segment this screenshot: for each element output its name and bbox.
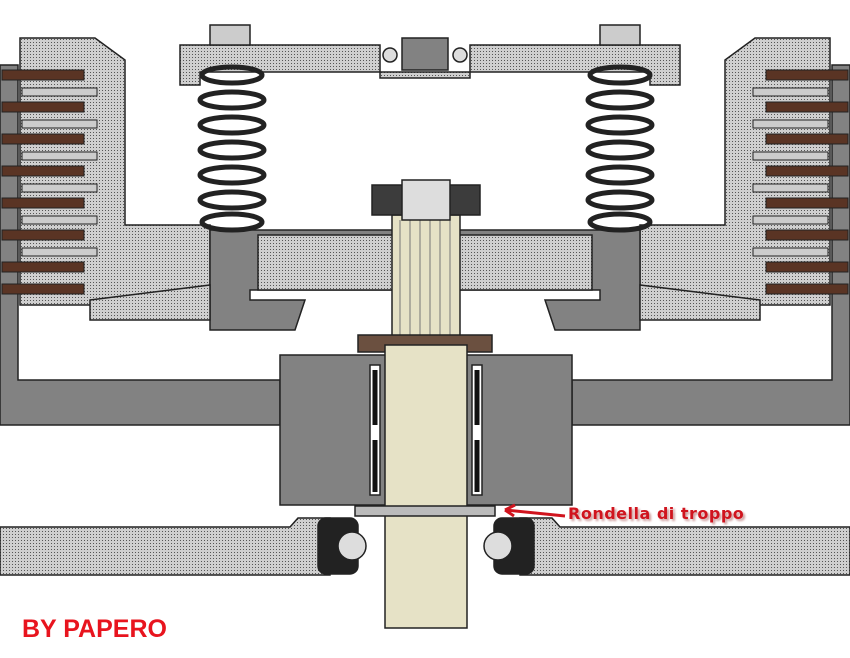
spring-right	[585, 64, 655, 233]
bottom-plate-left	[0, 517, 331, 576]
extra-washer	[354, 505, 496, 517]
arrow	[504, 503, 566, 518]
bearing-cap	[401, 37, 449, 71]
main-shaft	[384, 344, 468, 629]
bolt-right	[599, 24, 641, 46]
friction-plates-right	[752, 69, 849, 295]
bolt-left	[209, 24, 251, 46]
spring-left	[197, 64, 267, 233]
bottom-plate-right	[519, 517, 850, 576]
splined-shaft	[391, 214, 461, 346]
annotation-label: Rondella di troppo	[568, 504, 745, 523]
author-credit: BY PAPERO	[22, 615, 167, 643]
friction-plates-left	[1, 69, 98, 295]
spring-cover	[179, 44, 681, 86]
